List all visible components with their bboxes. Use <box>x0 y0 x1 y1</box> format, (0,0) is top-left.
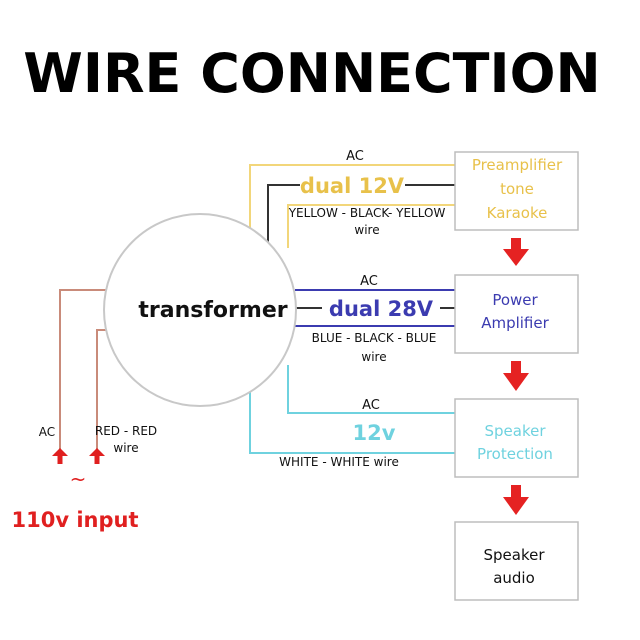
speaker-protection-box: Speaker Protection <box>454 398 579 478</box>
dual-28v-wire-colors: BLUE - BLACK - BLUE <box>312 331 437 345</box>
input-voltage-label: 110v input <box>11 508 138 532</box>
input-arrow-left <box>52 448 68 464</box>
flow-arrow-3 <box>503 485 529 515</box>
single-12v-ac-label: AC <box>362 398 380 413</box>
input-wire-word: wire <box>113 441 138 455</box>
preamplifier-line-2: tone <box>500 180 534 198</box>
single-12v-wires <box>249 365 455 454</box>
cyan-outer-wire <box>249 385 455 454</box>
preamplifier-line-3: Karaoke <box>487 204 548 222</box>
dual-28v-ac-label: AC <box>360 274 378 289</box>
flow-arrow-2 <box>503 361 529 391</box>
input-arrow-right <box>89 448 105 464</box>
speaker-audio-line-1: Speaker <box>483 546 545 564</box>
dual-28v-label: dual 28V <box>329 297 434 321</box>
speaker-protection-line-1: Speaker <box>484 422 546 440</box>
dual-28v-wire-word: wire <box>361 350 386 364</box>
ac-tilde-symbol: ~ <box>70 467 87 491</box>
transformer-label: transformer <box>138 298 287 323</box>
yellow-inner-wire <box>287 204 455 248</box>
transformer-circle <box>103 213 297 407</box>
preamplifier-line-1: Preamplifier <box>472 156 563 174</box>
power-amplifier-box: Power Amplifier <box>454 274 579 354</box>
single-12v-label: 12v <box>353 421 396 445</box>
power-amplifier-line-2: Amplifier <box>481 314 549 332</box>
dual-12v-wire-word: wire <box>354 223 379 237</box>
speaker-audio-box: Speaker audio <box>454 521 579 601</box>
dual-12v-label: dual 12V <box>300 174 405 198</box>
input-wire-colors: RED - RED <box>95 424 157 438</box>
diagram-title: WIRE CONNECTION <box>23 42 600 105</box>
preamplifier-box: Preamplifier tone Karaoke <box>454 151 579 231</box>
speaker-protection-line-2: Protection <box>477 445 553 463</box>
dual-28v-wires <box>295 289 455 327</box>
flow-arrow-1 <box>503 238 529 266</box>
red-wire-left <box>59 289 120 455</box>
single-12v-wire-colors: WHITE - WHITE wire <box>279 455 399 469</box>
input-ac-label: AC <box>39 425 55 439</box>
dual-12v-ac-label: AC <box>346 149 364 164</box>
cyan-inner-wire <box>287 365 455 414</box>
power-amplifier-line-1: Power <box>492 291 538 309</box>
speaker-audio-line-2: audio <box>493 569 535 587</box>
black-center-wire-12v <box>267 184 300 258</box>
dual-12v-wire-colors: YELLOW - BLACK- YELLOW <box>288 206 446 220</box>
